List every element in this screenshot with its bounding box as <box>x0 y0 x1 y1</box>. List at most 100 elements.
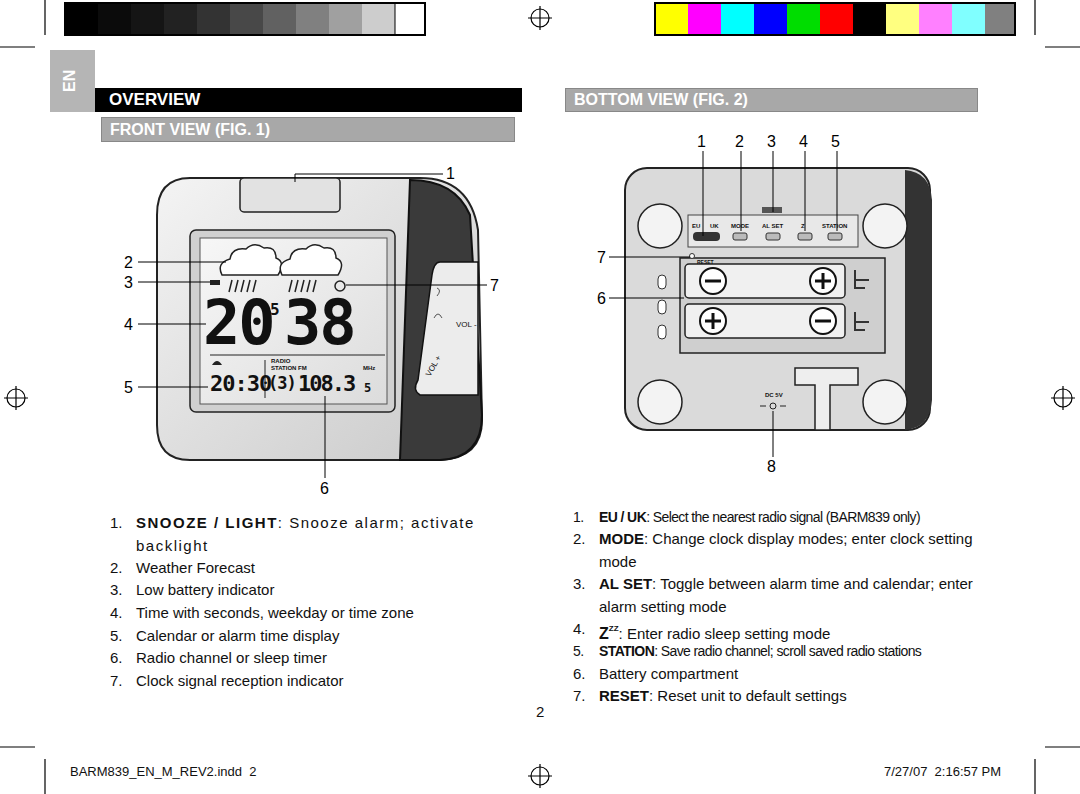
callout-number: 1 <box>446 165 455 183</box>
section-band: OVERVIEW <box>95 88 522 112</box>
lcd-digits: 5 <box>364 381 371 395</box>
lcd-label: STATION FM <box>271 365 307 372</box>
lcd-digits: 20:30 <box>210 371 271 396</box>
item-text: : Enter radio sleep setting mode <box>619 625 831 642</box>
bottom-view-clock <box>625 168 932 430</box>
button-label: VOL - <box>456 321 477 330</box>
item-text: RESET <box>599 687 649 704</box>
item-text: AL SET <box>599 575 652 592</box>
item-number: 7. <box>110 670 123 693</box>
lcd-digits: 38 <box>284 286 355 359</box>
item-number: 3. <box>573 573 586 596</box>
callout-number: 8 <box>767 458 776 476</box>
list-item: 1.EU / UK: Select the nearest radio sign… <box>599 506 977 529</box>
item-text: Clock signal reception indicator <box>136 672 344 689</box>
front-view-clock <box>157 178 482 460</box>
front-leader-lines <box>138 174 487 478</box>
callout-number: 5 <box>124 379 133 397</box>
lcd-label: MHz <box>363 365 375 372</box>
list-item: 4.ZZZ: Enter radio sleep setting mode <box>599 618 977 646</box>
lcd-digits: 5 <box>270 300 280 319</box>
item-number: 6. <box>110 647 123 670</box>
jack-label: DC 5V <box>765 392 783 399</box>
footer-text: BARM839_EN_M_REV2.indd 2 <box>70 765 256 779</box>
callout-number: 2 <box>735 133 744 151</box>
item-text: Battery compartment <box>599 665 738 682</box>
switch-label: UK <box>710 223 719 230</box>
callout-number: 2 <box>124 254 133 272</box>
lcd-digits: 20 <box>203 286 274 359</box>
item-number: 2. <box>110 557 123 580</box>
item-number: 7. <box>573 685 586 708</box>
callout-number: 5 <box>831 133 840 151</box>
subsection-band: FRONT VIEW (FIG. 1) <box>101 117 515 142</box>
lcd-digits: (3) <box>268 373 296 393</box>
item-number: 5. <box>110 625 123 648</box>
list-item: 2.Weather Forecast <box>136 557 511 580</box>
list-item: 4.Time with seconds, weekday or time zon… <box>136 602 511 625</box>
item-text: Time with seconds, weekday or time zone <box>136 604 414 621</box>
button-label: RESET <box>697 260 714 266</box>
item-text: : Select the nearest radio signal (BARM8… <box>646 509 920 525</box>
item-number: 4. <box>110 602 123 625</box>
footer-text: 7/27/07 2:16:57 PM <box>884 765 1001 779</box>
callout-number: 7 <box>490 277 499 295</box>
callout-number: 4 <box>124 316 133 334</box>
list-item: 1.SNOOZE / LIGHT: Snooze alarm; activate… <box>136 512 511 557</box>
callout-number: 3 <box>767 133 776 151</box>
list-item: 6.Battery compartment <box>599 663 977 686</box>
item-number: 6. <box>573 663 586 686</box>
item-text: Weather Forecast <box>136 559 255 576</box>
callout-number: 6 <box>597 290 606 308</box>
list-item: 3.Low battery indicator <box>136 579 511 602</box>
item-text: Z <box>599 625 609 642</box>
button-label: MODE <box>731 223 749 230</box>
item-text: ZZ <box>609 624 619 633</box>
item-number: 1. <box>110 512 123 535</box>
callout-number: 4 <box>799 133 808 151</box>
color-bars <box>65 3 1015 35</box>
item-number: 4. <box>573 618 586 641</box>
bottom-leader-lines <box>609 151 837 457</box>
item-text: SNOOZE / LIGHT <box>136 514 278 531</box>
item-text: : Reset unit to default settings <box>649 687 847 704</box>
language-tab: EN <box>50 50 95 112</box>
switch-label: EU <box>692 223 700 230</box>
heading-text: BOTTOM VIEW (FIG. 2) <box>574 91 748 109</box>
item-number: 2. <box>573 528 586 551</box>
item-number: 5. <box>573 640 583 663</box>
page-number: 2 <box>536 704 544 721</box>
list-item: 5.STATION: Save radio channel; scroll sa… <box>599 640 977 663</box>
callout-number: 1 <box>697 133 706 151</box>
heading-text: EN <box>61 70 79 92</box>
callout-number: 3 <box>124 274 133 292</box>
item-number: 1. <box>573 506 583 529</box>
item-text: MODE <box>599 530 644 547</box>
lcd-digits: 108.3 <box>298 371 354 396</box>
item-number: 3. <box>110 579 123 602</box>
list-item: 6.Radio channel or sleep timer <box>136 647 511 670</box>
list-item: 3.AL SET: Toggle between alarm time and … <box>599 573 977 618</box>
list-item: 2.MODE: Change clock display modes; ente… <box>599 528 977 573</box>
heading-text: FRONT VIEW (FIG. 1) <box>110 121 270 139</box>
callout-number: 7 <box>597 249 606 267</box>
item-text: Radio channel or sleep timer <box>136 649 327 666</box>
list-item: 7.RESET: Reset unit to default settings <box>599 685 977 708</box>
item-text: Calendar or alarm time display <box>136 627 339 644</box>
en-tab-ground <box>50 50 95 112</box>
button-label: Z <box>801 223 805 230</box>
subsection-band: BOTTOM VIEW (FIG. 2) <box>565 88 978 112</box>
item-text: STATION <box>599 643 654 659</box>
list-item: 5.Calendar or alarm time display <box>136 625 511 648</box>
item-text: : Toggle between alarm time and calendar… <box>599 575 973 615</box>
item-text: : Save radio channel; scroll saved radio… <box>654 643 921 659</box>
item-text: Low battery indicator <box>136 581 274 598</box>
list-item: 7.Clock signal reception indicator <box>136 670 511 693</box>
callout-number: 6 <box>320 480 329 498</box>
heading-text: OVERVIEW <box>109 91 200 110</box>
item-text: : Change clock display modes; enter cloc… <box>599 530 973 570</box>
button-label: STATION <box>822 223 847 230</box>
item-text: EU / UK <box>599 509 646 525</box>
lcd-label: RADIO <box>271 358 290 365</box>
